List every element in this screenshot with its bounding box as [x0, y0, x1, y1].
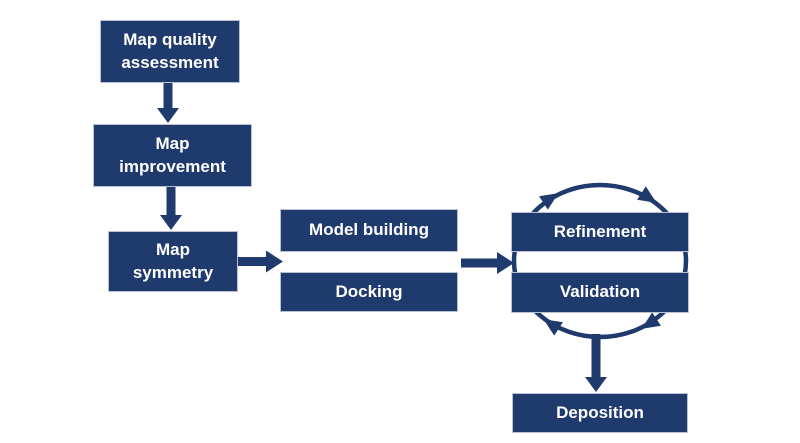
- cycle-ellipse: [511, 182, 689, 340]
- box-refinement: Refinement: [511, 212, 689, 252]
- cycle-arrowhead-bottom-right-icon: [641, 312, 661, 329]
- box-deposition-label: Deposition: [556, 402, 644, 422]
- box-refinement-label: Refinement: [553, 221, 647, 241]
- arrow-improvement-to-symmetry-icon: [160, 187, 182, 230]
- box-model-building: Model building: [280, 209, 458, 252]
- box-map-symmetry: Map symmetry: [108, 231, 238, 292]
- box-map-improvement: Map improvement: [93, 124, 252, 187]
- arrow-quality-to-improvement-icon: [157, 83, 179, 123]
- arrow-modeling-to-refinement-icon: [461, 252, 514, 274]
- arrow-cycle-to-deposition-icon: [585, 334, 607, 392]
- arrow-symmetry-to-modeling-icon: [238, 250, 283, 273]
- box-docking: Docking: [280, 272, 458, 312]
- cycle-arrowhead-bottom-left-icon: [543, 319, 563, 336]
- box-map-symmetry-label: Map symmetry: [132, 240, 214, 282]
- box-map-improvement-label: Map improvement: [119, 134, 226, 176]
- box-map-quality-assessment: Map quality assessment: [100, 20, 240, 83]
- box-deposition: Deposition: [512, 393, 688, 433]
- box-map-quality-assessment-label: Map quality assessment: [121, 30, 219, 72]
- box-model-building-label: Model building: [309, 220, 429, 240]
- cycle-arrowhead-top-right-icon: [637, 186, 657, 203]
- cycle-arrowhead-top-left-icon: [539, 193, 559, 210]
- box-docking-label: Docking: [335, 281, 403, 301]
- box-validation: Validation: [511, 272, 689, 313]
- box-validation-label: Validation: [559, 282, 641, 302]
